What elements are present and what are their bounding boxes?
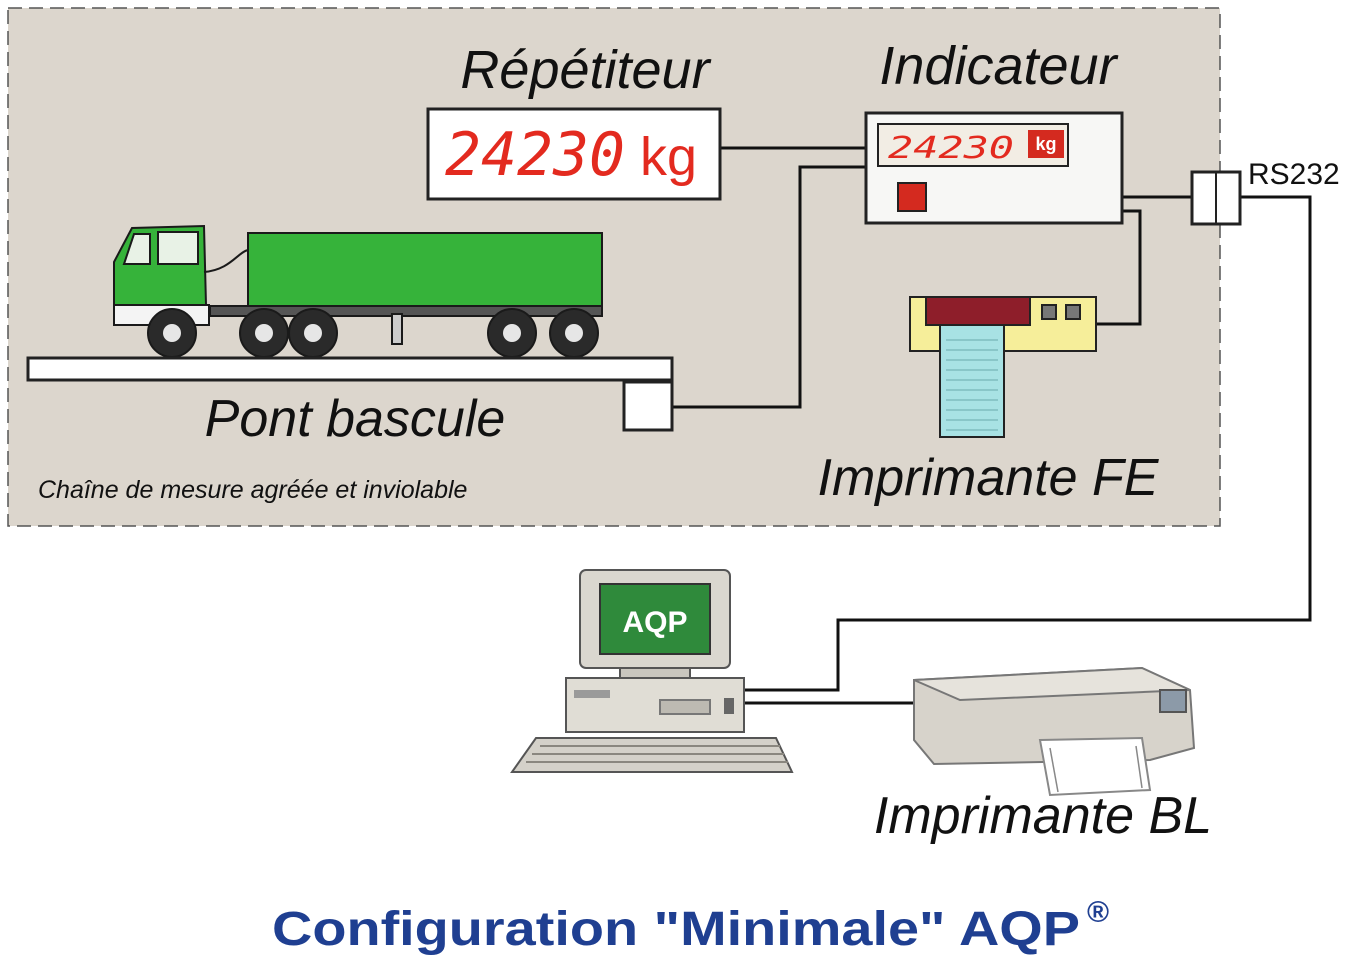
weighbridge-label: Pont bascule <box>205 390 506 448</box>
indicator-label: Indicateur <box>879 36 1118 96</box>
truck-trailer <box>247 232 603 310</box>
computer-screen-text: AQP <box>622 606 687 639</box>
weighbridge-junction-box <box>622 380 674 432</box>
weighbridge-platform <box>26 356 674 382</box>
truck <box>113 224 603 358</box>
printer-bl-label: Imprimante BL <box>874 787 1212 845</box>
chain-note: Chaîne de mesure agréée et inviolable <box>38 476 467 504</box>
keyboard-keys <box>526 745 788 763</box>
rs232-label: RS232 <box>1248 158 1340 191</box>
printer-bl-paper-holes <box>1049 745 1143 793</box>
computer <box>510 569 794 773</box>
repeater-label: Répétiteur <box>460 40 711 100</box>
repeater-value: 24230 <box>445 120 625 190</box>
printer-fe <box>909 296 1097 438</box>
indicator-unit-bg <box>1028 130 1064 158</box>
printer-bl-paper <box>1038 736 1152 797</box>
measurement-chain-panel <box>7 7 1221 527</box>
printer-fe-paper-lines <box>946 339 998 431</box>
indicator-unit: kg <box>1035 134 1056 154</box>
repeater-unit: kg <box>640 127 697 187</box>
footer-registered-mark: ® <box>1087 896 1109 929</box>
printer-fe-paper <box>939 324 1005 438</box>
indicator-value: 24230 <box>888 131 1014 166</box>
computer-screen <box>599 583 711 655</box>
indicator-button <box>897 182 927 212</box>
rs232-computer-line <box>744 195 1312 692</box>
footer-title: Configuration "Minimale" AQP <box>272 903 1080 956</box>
printer-fe-label: Imprimante FE <box>818 449 1160 507</box>
weighbridge-indicator-line <box>672 165 866 409</box>
indicator-device <box>864 111 1124 225</box>
computer-case <box>565 677 745 733</box>
repeater-display <box>426 107 722 201</box>
printer-bl <box>913 666 1196 797</box>
